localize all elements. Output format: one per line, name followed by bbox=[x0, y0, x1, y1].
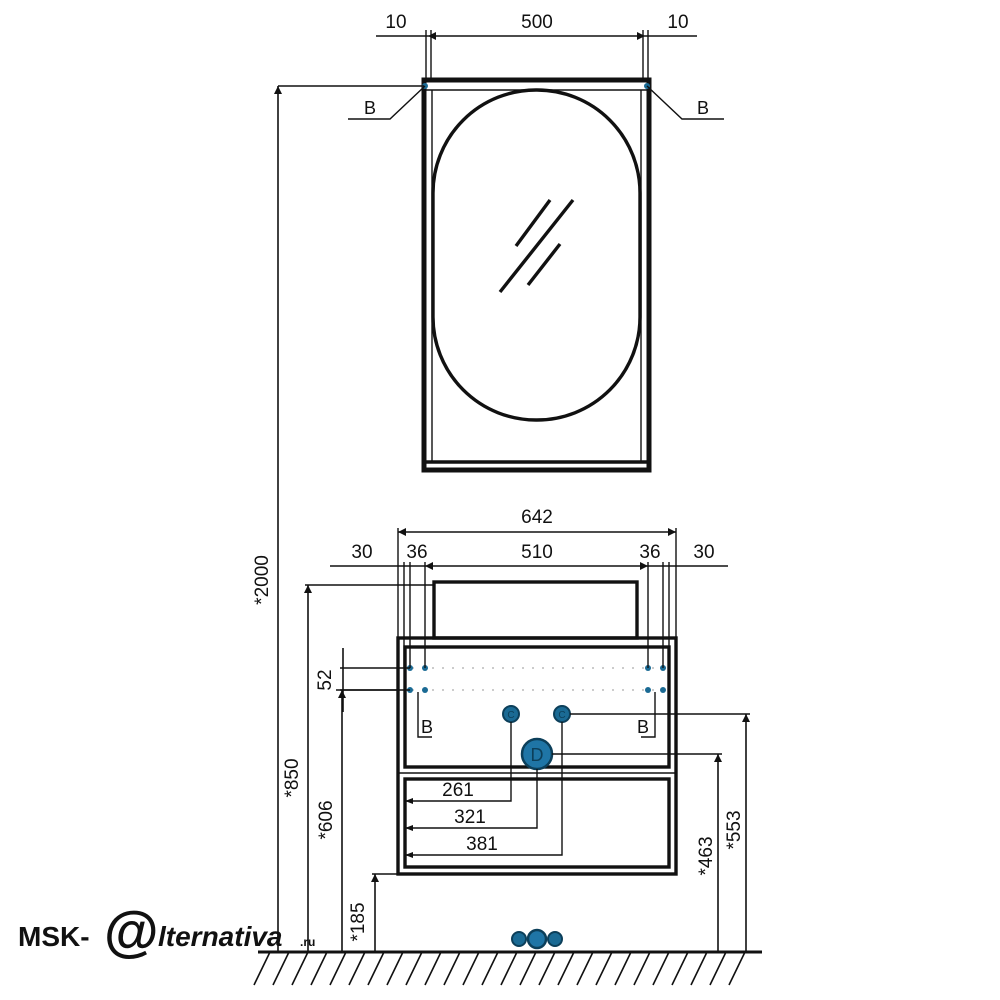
watermark: MSK- @ lternativa .ru bbox=[18, 899, 315, 962]
mirror-width-dimensions: 10 500 10 bbox=[376, 12, 697, 80]
floor-hatch-line bbox=[671, 951, 689, 986]
floor-hatch-line bbox=[557, 951, 575, 986]
floor-hatch-line bbox=[291, 951, 309, 986]
floor-hatch-line bbox=[538, 951, 556, 986]
floor-hatch-line bbox=[424, 951, 442, 986]
rail-spacing-label: 52 bbox=[315, 669, 336, 690]
floor-hatch-line bbox=[367, 951, 385, 986]
floor-hatch-line bbox=[462, 951, 480, 986]
supply-left-offset-label: 261 bbox=[442, 780, 474, 801]
floor-hatch-line bbox=[633, 951, 651, 986]
floor-hatch-line bbox=[519, 951, 537, 986]
floor-hatch-line bbox=[576, 951, 594, 986]
cabinet-mount-left-label: B bbox=[421, 717, 433, 737]
glass-reflection-icon bbox=[498, 198, 575, 294]
drain-offset-label: 321 bbox=[454, 807, 486, 828]
floor-hatch-line bbox=[481, 951, 499, 986]
floor-hatch-line bbox=[310, 951, 328, 986]
floor bbox=[253, 950, 762, 986]
cabinet-mount-callouts: B B bbox=[417, 692, 656, 738]
mirror-mount-callouts: B B bbox=[348, 85, 724, 120]
floor-supply-left-icon bbox=[511, 931, 527, 947]
floor-hatch-line bbox=[614, 951, 632, 986]
cabinet-mount-holes bbox=[407, 665, 666, 693]
floor-hatch-line bbox=[652, 951, 670, 986]
drain-height-label: *463 bbox=[696, 836, 717, 875]
floor-hatch-line bbox=[500, 951, 518, 986]
watermark-tld: .ru bbox=[300, 935, 315, 949]
total-height-label: *2000 bbox=[252, 555, 273, 605]
floor-supply-right-icon bbox=[547, 931, 563, 947]
oval-mirror-glass bbox=[431, 88, 642, 422]
floor-hatch-line bbox=[329, 951, 347, 986]
floor-hatch-line bbox=[595, 951, 613, 986]
washbasin bbox=[432, 580, 639, 640]
supply-right-label: C bbox=[558, 710, 565, 721]
cabinet-right-inner-label: 36 bbox=[639, 542, 660, 563]
watermark-at-icon: @ bbox=[104, 899, 159, 962]
cabinet-inner-width-label: 510 bbox=[521, 542, 553, 563]
height-dimensions: *2000 *850 *606 *185 *463 *553 bbox=[252, 85, 750, 952]
cabinet-total-width-label: 642 bbox=[521, 507, 553, 528]
cabinet-mount-right-label: B bbox=[637, 717, 649, 737]
floor-hatch-line bbox=[348, 951, 366, 986]
drain-label: D bbox=[531, 745, 544, 765]
floor-hatch-line bbox=[272, 951, 290, 986]
cabinet-left-outer-label: 30 bbox=[351, 542, 372, 563]
connector-offset-dimensions: 261 321 381 bbox=[405, 722, 563, 858]
floor-hatch-line bbox=[443, 951, 461, 986]
cabinet-top-height-label: *850 bbox=[282, 758, 303, 797]
mirror-mount-right-label: B bbox=[697, 98, 709, 118]
supply-right-offset-label: 381 bbox=[466, 834, 498, 855]
floor-hatch-line bbox=[386, 951, 404, 986]
cabinet-right-outer-label: 30 bbox=[693, 542, 714, 563]
cabinet-left-inner-label: 36 bbox=[406, 542, 427, 563]
rail-spacing-dimension: 52 bbox=[315, 648, 410, 712]
cabinet-width-dimensions: 642 30 36 510 36 30 bbox=[330, 507, 728, 668]
plumbing-connectors: C C D bbox=[502, 705, 571, 771]
countertop-height-label: *606 bbox=[316, 800, 337, 839]
floor-hatch-line bbox=[690, 951, 708, 986]
vanity-cabinet bbox=[396, 580, 678, 876]
floor-hatch-line bbox=[253, 951, 271, 986]
floor-hatch-line bbox=[709, 951, 727, 986]
floor-hatch-line bbox=[728, 951, 746, 986]
floor-drain-icon bbox=[526, 928, 548, 950]
mirror-mount-left-label: B bbox=[364, 98, 376, 118]
cabinet-bottom-height-label: *185 bbox=[348, 902, 369, 941]
watermark-prefix: MSK- bbox=[18, 921, 90, 952]
supply-left-label: C bbox=[507, 710, 514, 721]
watermark-suffix: lternativa bbox=[158, 921, 283, 952]
supply-height-label: *553 bbox=[724, 810, 745, 849]
mirror-left-gap-label: 10 bbox=[385, 12, 406, 33]
mirror-right-gap-label: 10 bbox=[667, 12, 688, 33]
floor-hatch-line bbox=[405, 951, 423, 986]
mirror-width-label: 500 bbox=[521, 12, 553, 33]
mirror bbox=[421, 77, 652, 473]
floor-connectors bbox=[511, 928, 563, 950]
